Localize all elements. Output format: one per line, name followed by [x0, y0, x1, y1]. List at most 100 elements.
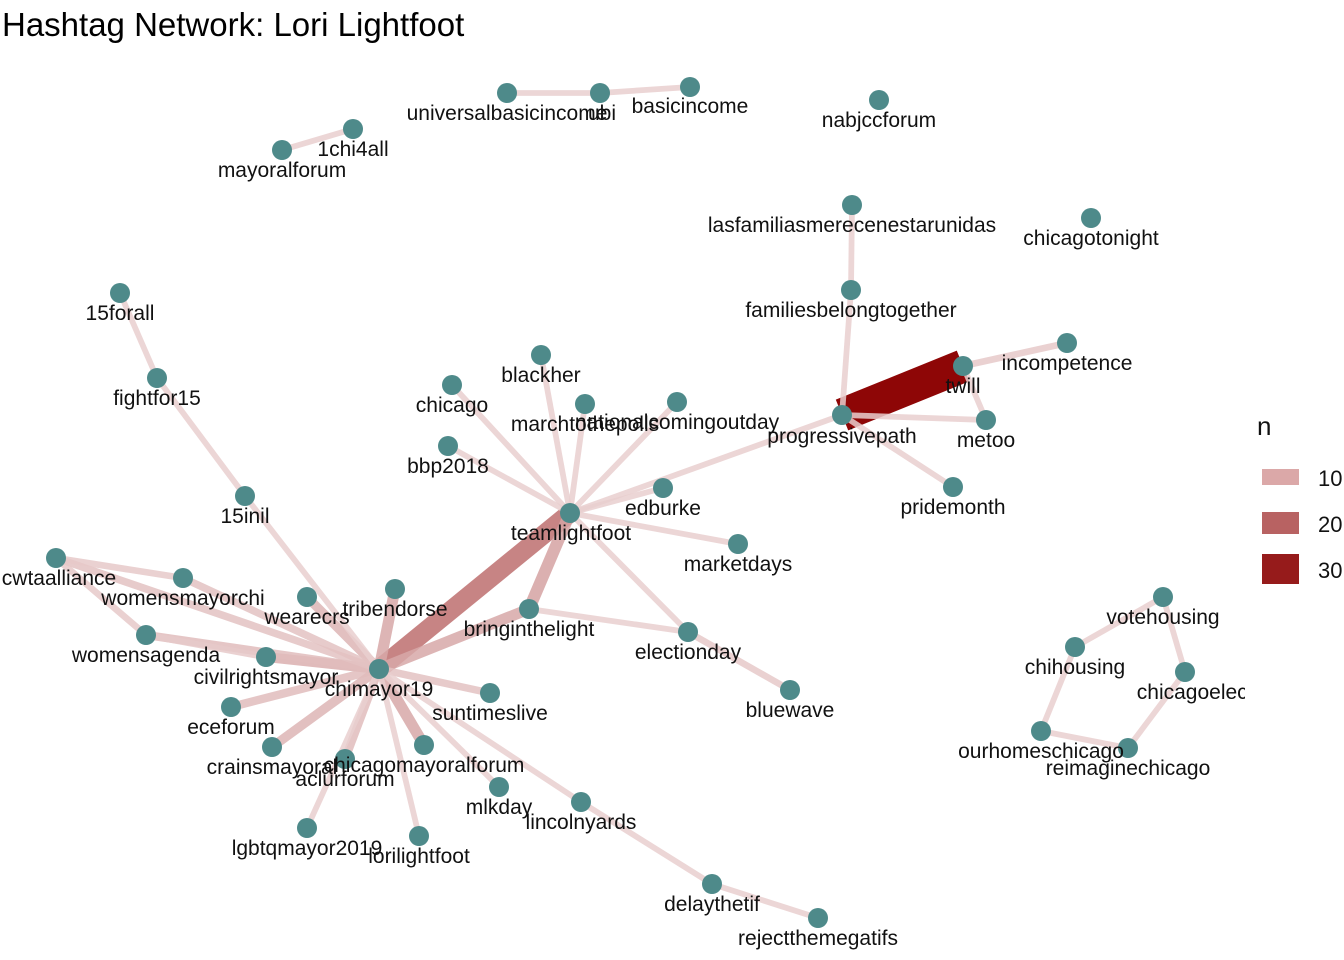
node-label-bluewave: bluewave — [746, 699, 835, 722]
node-label-wearecrs: wearecrs — [263, 606, 349, 629]
node-label-1chi4all: 1chi4all — [317, 138, 388, 161]
node-delaythetif — [702, 874, 722, 894]
edge-progressivepath-metoo — [841, 412, 987, 423]
node-label-civilrightsmayor: civilrightsmayor — [194, 666, 339, 689]
node-label-electionday: electionday — [635, 641, 742, 664]
node-electionday — [678, 622, 698, 642]
node-label-nabjccforum: nabjccforum — [822, 109, 936, 132]
legend-title: n — [1257, 411, 1271, 441]
edge-electionday-bluewave — [686, 629, 792, 693]
edge-familiesbelongtogether-lasfamiliasmerecenestarunidas — [848, 204, 855, 291]
node-teamlightfoot — [560, 503, 580, 523]
node-label-progressivepath: progressivepath — [767, 425, 916, 448]
node-label-cwtaalliance: cwtaalliance — [2, 567, 116, 590]
node-lincolnyards — [571, 792, 591, 812]
node-label-bringinthelight: bringinthelight — [464, 618, 595, 641]
node-label-blackher: blackher — [501, 364, 580, 387]
node-label-chicagoelection2: chicagoelection2 — [1137, 681, 1293, 704]
node-lasfamiliasmerecenestarunidas — [842, 195, 862, 215]
node-label-rejectthemegatifs: rejectthemegatifs — [738, 927, 898, 950]
edge-teamlightfoot-progressivepath — [569, 412, 843, 516]
node-label-bbp2018: bbp2018 — [407, 455, 489, 478]
edge-chicagoelection2-reimaginechicago — [1125, 670, 1188, 750]
legend-swatch-30 — [1262, 554, 1299, 584]
node-marketdays — [728, 534, 748, 554]
node-label-incompetence: incompetence — [1002, 352, 1133, 375]
edge-cwtaalliance-womensagenda — [53, 555, 149, 638]
legend-label-30: 30 — [1318, 558, 1342, 583]
node-label-lgbtqmayor2019: lgbtqmayor2019 — [232, 837, 383, 860]
node-label-familiesbelongtogether: familiesbelongtogether — [745, 299, 956, 322]
node-suntimeslive — [480, 683, 500, 703]
edge-teamlightfoot-chicago — [449, 383, 573, 515]
edge-womensagenda-civilrightsmayor — [145, 631, 267, 661]
node-lgbtqmayor2019 — [297, 818, 317, 838]
node-1chi4all — [343, 119, 363, 139]
node-wearecrs — [297, 587, 317, 607]
legend-label-10: 10 — [1318, 466, 1342, 491]
node-label-lorilightfoot: lorilightfoot — [368, 845, 470, 868]
node-label-womensmayorchi: womensmayorchi — [100, 587, 264, 610]
node-label-teamlightfoot: teamlightfoot — [511, 522, 631, 545]
edge-teamlightfoot-electionday — [567, 510, 691, 635]
node-label-edburke: edburke — [625, 497, 701, 520]
node-label-reimaginechicago: reimaginechicago — [1046, 757, 1211, 780]
edge-chimayor19-chicagomayoralforum — [374, 666, 429, 748]
node-label-eceforum: eceforum — [187, 716, 275, 739]
edge-teamlightfoot-bbp2018 — [446, 443, 572, 516]
node-label-pridemonth: pridemonth — [900, 496, 1005, 519]
edge-lincolnyards-delaythetif — [579, 799, 714, 887]
node-chicagotonight — [1081, 208, 1101, 228]
edge-chimayor19-teamlightfoot — [372, 505, 577, 677]
node-chicago — [442, 375, 462, 395]
node-label-chimayor19: chimayor19 — [325, 678, 434, 701]
edge-twill-incompetence — [962, 339, 1068, 370]
legend-swatch-20 — [1262, 512, 1299, 534]
node-mayoralforum — [272, 140, 292, 160]
edge-chimayor19-mlkday — [376, 666, 502, 790]
node-label-suntimeslive: suntimeslive — [432, 702, 548, 725]
node-label-fightfor15: fightfor15 — [113, 387, 201, 410]
node-label-marchtothepolls: marchtothepolls — [511, 413, 659, 436]
edge-chimayor19-crainsmayoral — [269, 665, 382, 751]
edge-delaythetif-rejectthemegatifs — [711, 881, 819, 921]
node-label-nationalcomingoutday: nationalcomingoutday — [575, 411, 780, 434]
node-label-marketdays: marketdays — [684, 553, 793, 576]
node-label-aclurforum: aclurforum — [295, 768, 394, 791]
node-edburke — [653, 478, 673, 498]
edge-1chi4all-mayoralforum — [281, 126, 354, 153]
node-tribendorse — [385, 579, 405, 599]
edge-chimayor19-lorilightfoot — [376, 668, 422, 837]
node-universalbasicincome — [497, 83, 517, 103]
edge-chimayor19-bringinthelight — [376, 603, 532, 675]
nodes-layer — [46, 77, 1195, 928]
node-bbp2018 — [438, 436, 458, 456]
node-civilrightsmayor — [256, 647, 276, 667]
node-votehousing — [1153, 587, 1173, 607]
node-blackher — [531, 345, 551, 365]
node-label-chihousing: chihousing — [1025, 656, 1125, 679]
legend-swatch-10 — [1262, 469, 1299, 485]
node-chicagoelection2 — [1175, 662, 1195, 682]
node-15inil — [235, 486, 255, 506]
node-rejectthemegatifs — [808, 908, 828, 928]
node-metoo — [976, 410, 996, 430]
node-label-chicagotonight: chicagotonight — [1023, 227, 1159, 250]
node-mlkday — [489, 777, 509, 797]
edge-cwtaalliance-womensmayorchi — [55, 554, 184, 582]
node-progressivepath — [832, 405, 852, 425]
node-bluewave — [780, 680, 800, 700]
edge-chimayor19-15inil — [242, 494, 382, 671]
node-label-chicago: chicago — [416, 394, 488, 417]
node-marchtothepolls — [575, 394, 595, 414]
node-womensmayorchi — [173, 568, 193, 588]
node-label-crainsmayoral: crainsmayoral — [207, 756, 338, 779]
node-pridemonth — [943, 477, 963, 497]
node-incompetence — [1057, 333, 1077, 353]
node-familiesbelongtogether — [841, 280, 861, 300]
node-label-15inil: 15inil — [220, 505, 269, 528]
node-chicagomayoralforum — [414, 735, 434, 755]
node-ourhomeschicago — [1031, 721, 1051, 741]
node-cwtaalliance — [46, 548, 66, 568]
node-label-ourhomeschicago: ourhomeschicago — [958, 740, 1124, 763]
